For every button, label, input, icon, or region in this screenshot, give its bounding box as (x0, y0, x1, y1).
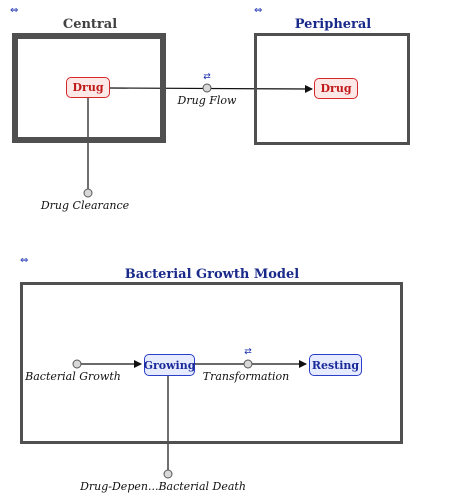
bacterial-compartment[interactable] (20, 282, 403, 444)
drug-flow-valve-icon: ⇄ (203, 72, 211, 82)
bacterial-death-node[interactable] (163, 469, 173, 479)
drug-flow-valve[interactable] (202, 83, 212, 93)
central-title: Central (62, 17, 118, 32)
peripheral-title: Peripheral (294, 17, 372, 32)
bacterial-link-icon[interactable]: ⇔ (20, 255, 29, 266)
transformation-valve[interactable] (243, 359, 253, 369)
central-compartment[interactable] (12, 33, 166, 143)
peripheral-compartment[interactable] (254, 33, 410, 145)
bacterial-death-label[interactable]: Drug-Depen...Bacterial Death (80, 480, 246, 493)
growing-stock[interactable]: Growing (144, 354, 195, 376)
transformation-label[interactable]: Transformation (202, 370, 290, 383)
central-drug-stock[interactable]: Drug (66, 77, 110, 98)
peripheral-link-icon[interactable]: ⇔ (254, 5, 263, 16)
peripheral-drug-stock[interactable]: Drug (314, 78, 358, 99)
resting-stock[interactable]: Resting (309, 354, 362, 376)
drug-clearance-node[interactable] (83, 188, 93, 198)
bacterial-growth-node[interactable] (72, 359, 82, 369)
bacterial-title: Bacterial Growth Model (124, 267, 300, 282)
bacterial-growth-label[interactable]: Bacterial Growth (25, 370, 121, 383)
central-link-icon[interactable]: ⇔ (10, 5, 19, 16)
transformation-valve-icon: ⇄ (244, 347, 252, 357)
drug-clearance-label[interactable]: Drug Clearance (40, 199, 130, 212)
drug-flow-label[interactable]: Drug Flow (177, 94, 237, 107)
